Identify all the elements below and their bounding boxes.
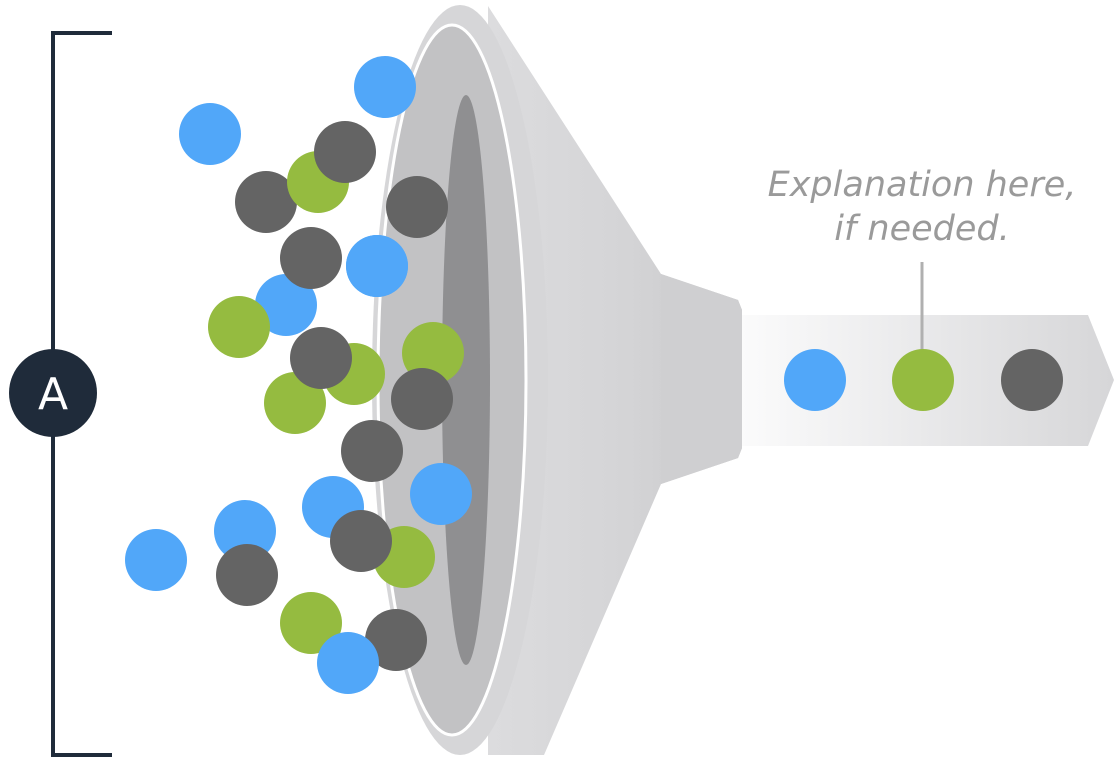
input-ball-green bbox=[264, 372, 326, 434]
input-ball-dark bbox=[330, 510, 392, 572]
input-ball-dark bbox=[314, 121, 376, 183]
input-ball-dark bbox=[216, 544, 278, 606]
input-ball-dark bbox=[280, 227, 342, 289]
output-ball-dark bbox=[1001, 349, 1063, 411]
input-ball-dark bbox=[290, 327, 352, 389]
input-ball-blue bbox=[410, 463, 472, 525]
group-bracket: A bbox=[9, 31, 112, 757]
input-ball-blue bbox=[179, 103, 241, 165]
input-ball-green bbox=[208, 296, 270, 358]
badge-label: A bbox=[38, 369, 68, 420]
input-ball-dark bbox=[235, 171, 297, 233]
output-balls bbox=[784, 349, 1063, 411]
input-ball-blue bbox=[125, 529, 187, 591]
output-ball-green bbox=[892, 349, 954, 411]
funnel-cone bbox=[488, 6, 742, 755]
input-ball-blue bbox=[317, 632, 379, 694]
funnel-throat bbox=[442, 95, 490, 665]
input-ball-blue bbox=[255, 274, 317, 336]
note-line-2: if needed. bbox=[834, 209, 1010, 249]
input-ball-dark bbox=[341, 420, 403, 482]
badge-circle bbox=[9, 349, 97, 437]
input-ball-dark bbox=[365, 609, 427, 671]
input-balls bbox=[125, 56, 472, 694]
explanation-note: Explanation here, if needed. bbox=[768, 165, 1077, 350]
input-ball-green bbox=[280, 592, 342, 654]
input-ball-blue bbox=[214, 500, 276, 562]
output-ball-blue bbox=[784, 349, 846, 411]
input-ball-dark bbox=[391, 368, 453, 430]
input-ball-blue bbox=[354, 56, 416, 118]
funnel-neck-band bbox=[661, 274, 742, 484]
input-ball-blue bbox=[346, 235, 408, 297]
note-line-1: Explanation here, bbox=[768, 165, 1077, 205]
input-ball-dark bbox=[386, 176, 448, 238]
